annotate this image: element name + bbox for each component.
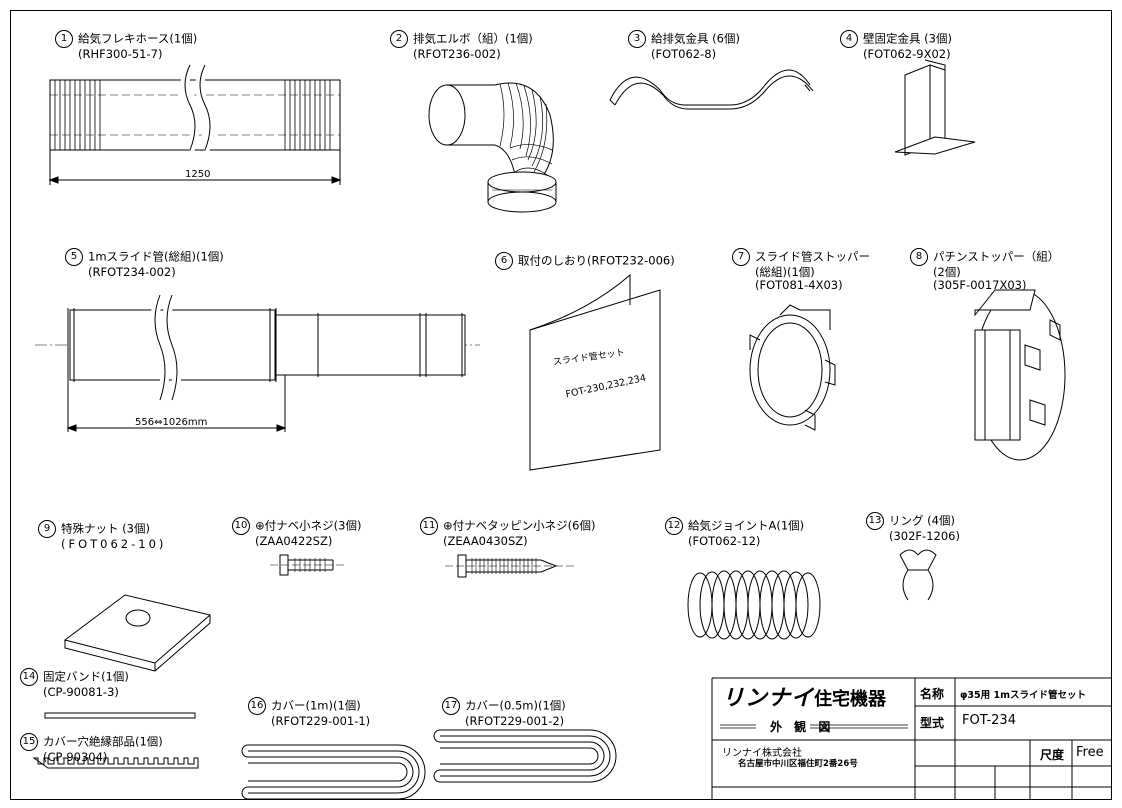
company-address: 名古屋市中川区福住町2番26号 xyxy=(738,759,858,769)
part-6-booklet-drawing xyxy=(529,273,661,471)
name-value: φ35用 1mスライド管セット xyxy=(960,690,1086,701)
scale-label: 尺度 xyxy=(1040,748,1065,762)
part-15-insulator-drawing xyxy=(32,757,199,769)
part-10-screw-drawing xyxy=(270,554,345,576)
part-9-nut-drawing xyxy=(63,594,212,672)
part-12-joint-drawing xyxy=(687,570,821,640)
title-block-frame xyxy=(711,677,1112,800)
company-name: リンナイ株式会社 xyxy=(722,748,802,759)
part-11-label: 11⊕付ナベタッピン小ネジ(6個)(ZEAA0430SZ) xyxy=(420,517,595,548)
drawing-sheet xyxy=(10,10,1112,800)
drawing-type: 外 観 図 xyxy=(770,720,835,734)
name-label: 名称 xyxy=(920,687,945,701)
part-4-wall-bracket-drawing xyxy=(894,59,976,156)
brand-logo: リンナイ住宅機器 xyxy=(722,686,887,711)
part-14-band-drawing xyxy=(44,712,196,719)
hose-length-dimension: 1250 xyxy=(185,169,211,180)
model-value: FOT-234 xyxy=(962,713,1016,728)
part-16-cover-drawing xyxy=(241,744,426,800)
part-7-slide-stopper-drawing xyxy=(749,304,836,431)
part-2-elbow-drawing xyxy=(428,82,557,213)
part-13-ring-drawing xyxy=(899,549,937,601)
scale-value: Free xyxy=(1076,745,1104,760)
part-17-cover-drawing xyxy=(433,729,617,783)
slide-length-dimension: 556⇔1026mm xyxy=(135,417,208,428)
part-3-bracket-drawing xyxy=(609,69,814,110)
part-10-label: 10⊕付ナベ小ネジ(3個)(ZAA0422SZ) xyxy=(232,517,361,548)
model-label: 型式 xyxy=(920,716,945,730)
part-8-snap-stopper-drawing xyxy=(974,289,1066,461)
part-1-hose-drawing xyxy=(48,62,342,185)
part-11-tapping-screw-drawing xyxy=(445,554,575,578)
part-5-slide-pipe-drawing xyxy=(35,293,480,432)
